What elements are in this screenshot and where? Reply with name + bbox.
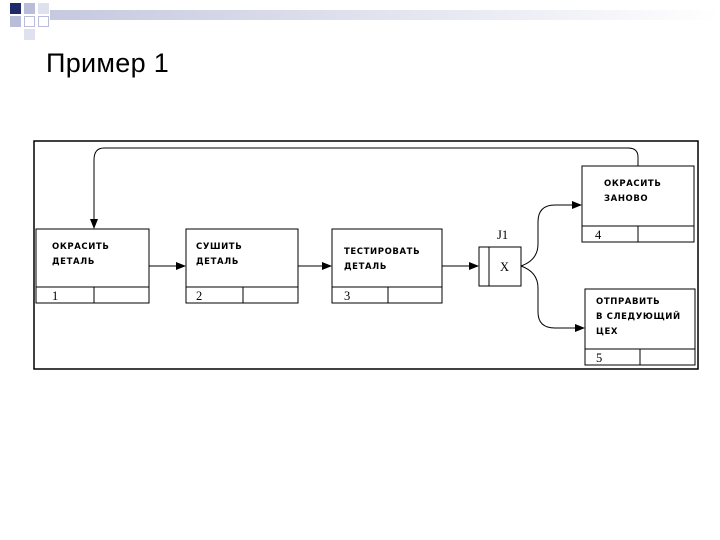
decor-header-bar [50,10,720,20]
box-1-label-line-2: ДЕТАЛЬ [52,257,95,267]
box-2-number: 2 [196,289,202,303]
box-1-label-line-1: ОКРАСИТЬ [52,242,109,252]
box-3-label-line-1: ТЕСТИРОВАТЬ [344,247,420,257]
process-box-3: ТЕСТИРОВАТЬ ДЕТАЛЬ 3 [331,228,443,304]
diagram-frame [33,140,699,370]
box-5-label-line-2: В СЛЕДУЮЩИЙ [596,310,681,322]
box-4-label-line-2: ЗАНОВО [604,194,648,204]
box-5-number: 5 [596,351,602,365]
decor-square-outline-2 [38,16,49,27]
process-box-2: СУШИТЬ ДЕТАЛЬ 2 [185,228,299,304]
box-1-number: 1 [52,289,58,303]
junction-type: X [500,260,509,274]
box-2-label-line-2: ДЕТАЛЬ [196,257,239,267]
arrow-junction-to-box-5 [520,265,585,332]
box-2-label-line-1: СУШИТЬ [196,242,242,252]
box-3-label-line-2: ДЕТАЛЬ [344,262,387,272]
arrow-junction-to-box-4 [520,201,582,267]
decor-square-outline [24,16,35,27]
box-4-number: 4 [595,228,602,242]
decor-square-mid-2 [10,16,21,27]
decor-square-dark [10,3,21,14]
box-3-number: 3 [344,289,350,303]
box-5-label-line-1: ОТПРАВИТЬ [596,297,660,307]
decor-square-mid [24,3,35,14]
slide-title: Пример 1 [46,48,170,78]
process-box-4: ОКРАСИТЬ ЗАНОВО 4 [581,165,695,243]
decor-square-light [38,3,49,14]
box-5-label-line-3: ЦЕХ [596,327,618,337]
process-box-1: ОКРАСИТЬ ДЕТАЛЬ 1 [35,228,150,304]
junction-j1: X J1 [478,228,522,287]
box-4-label-line-1: ОКРАСИТЬ [604,179,661,189]
junction-label: J1 [497,228,508,242]
arrow-feedback-box-4-to-box-1 [90,147,639,229]
process-box-5: ОТПРАВИТЬ В СЛЕДУЮЩИЙ ЦЕХ 5 [584,288,696,366]
decor-square-light-2 [24,29,35,40]
